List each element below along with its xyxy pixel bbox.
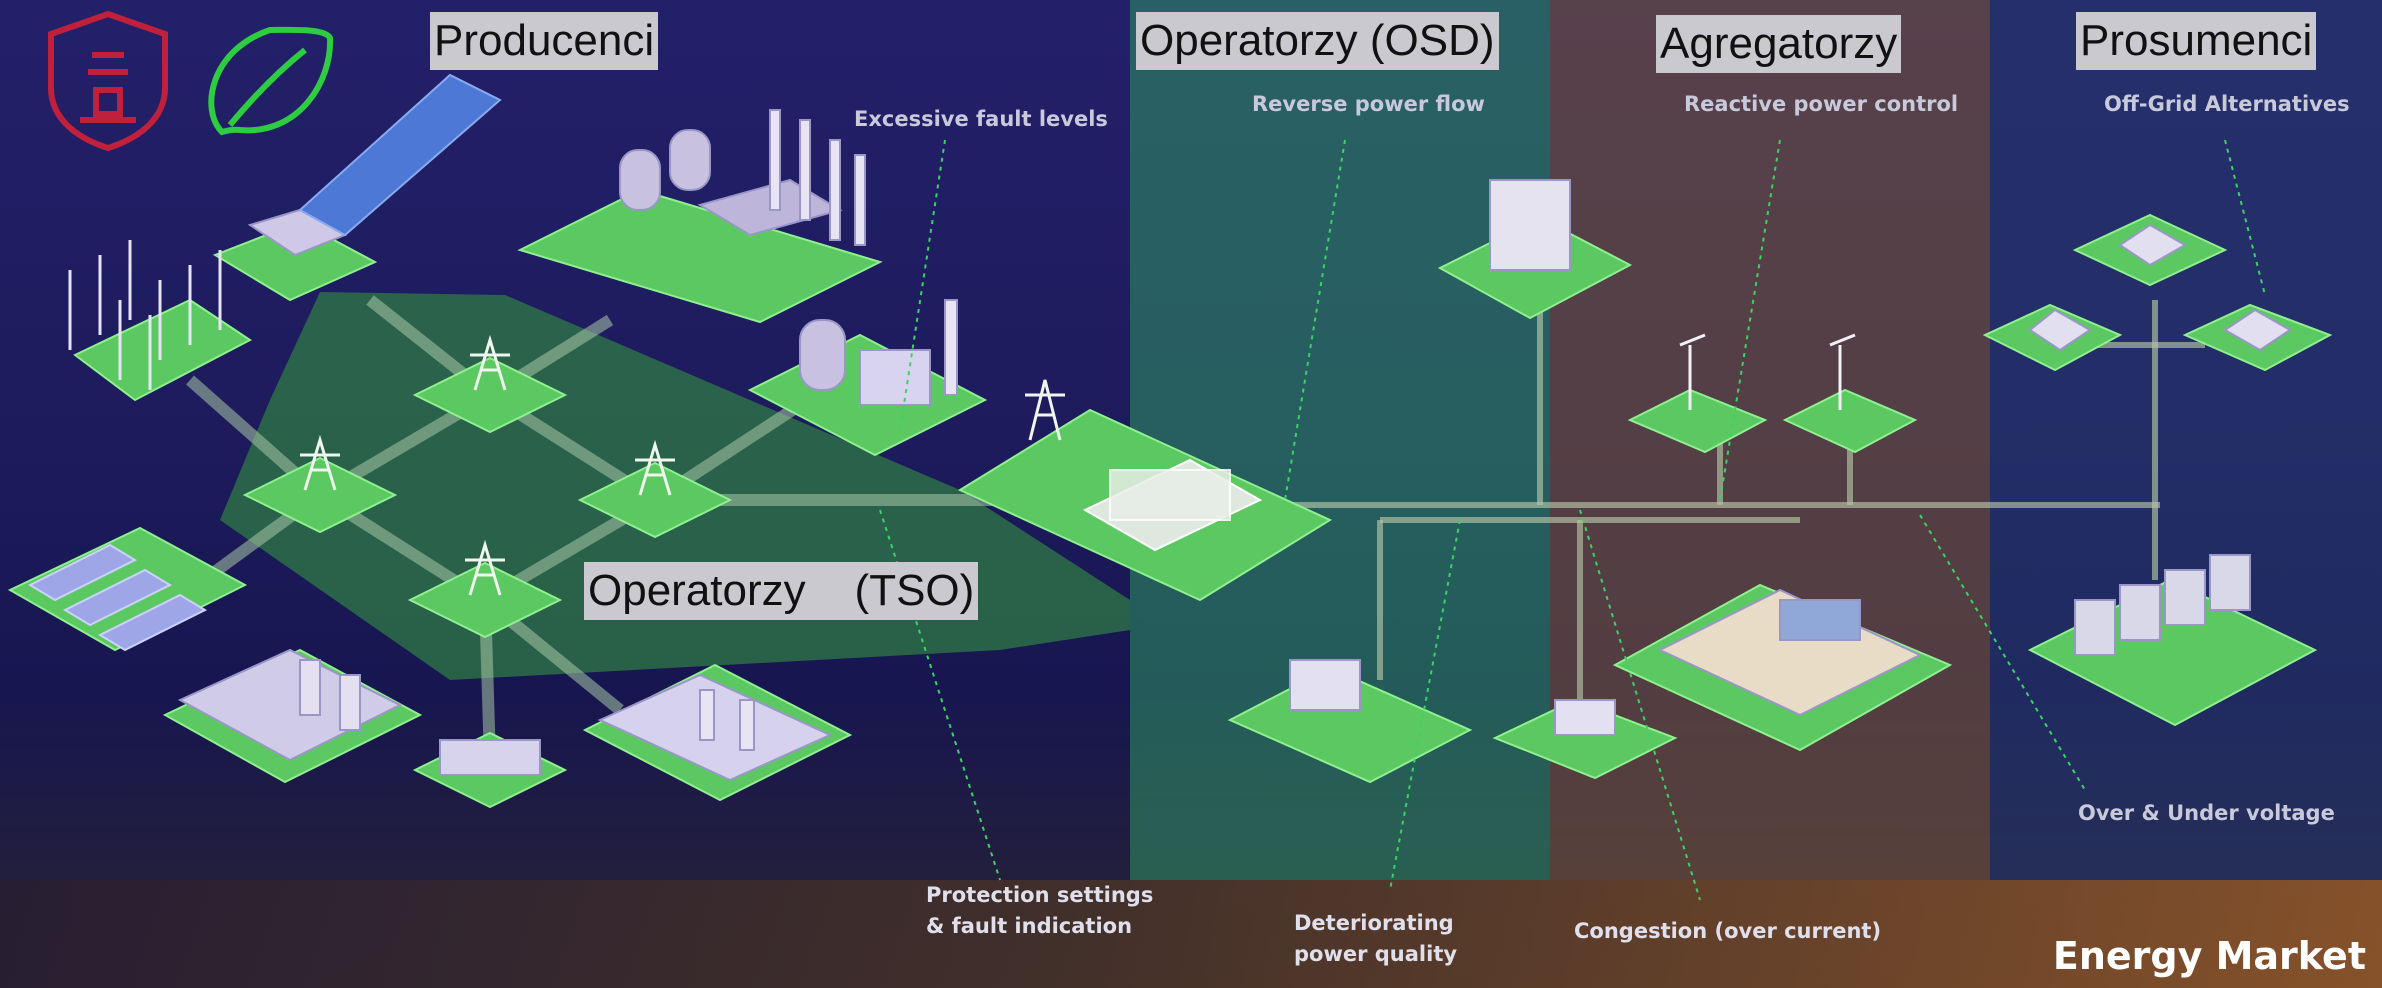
issue-fault-levels: Excessive fault levels bbox=[854, 107, 1108, 131]
commercial-building-icon bbox=[1657, 588, 1923, 717]
coal-plant-platform bbox=[517, 188, 883, 324]
water-plant-icon bbox=[1289, 659, 1361, 711]
prosumers-zone bbox=[1990, 0, 2382, 880]
small-turbine-icons bbox=[1679, 333, 1856, 410]
small-building-platform bbox=[1492, 698, 1678, 780]
energy-market-band bbox=[0, 880, 2382, 988]
turbine-platform-2 bbox=[1782, 388, 1918, 454]
issue-voltage: Over & Under voltage bbox=[2078, 801, 2335, 825]
tower-platform-2 bbox=[412, 356, 568, 434]
solar-farm-icon bbox=[27, 543, 208, 652]
coal-plant-icon bbox=[619, 149, 661, 211]
issue-off-grid: Off-Grid Alternatives bbox=[2104, 92, 2350, 116]
wind-turbines-icon bbox=[68, 240, 222, 390]
nuclear-plant-icon bbox=[799, 319, 846, 391]
tower-platform-1 bbox=[242, 456, 398, 534]
tower-platform-3 bbox=[577, 461, 733, 539]
gas-plant-icon bbox=[177, 648, 403, 762]
leaf-logo bbox=[208, 26, 334, 136]
office-building-icon bbox=[1489, 179, 1571, 271]
issue-congestion: Congestion (over current) bbox=[1574, 919, 1882, 943]
issue-reactive-control: Reactive power control bbox=[1684, 92, 1959, 116]
prosumers-label: Prosumenci bbox=[2076, 12, 2317, 70]
aggregators-label: Agregatorzy bbox=[1656, 15, 1902, 73]
issue-quality-line-1: Deteriorating bbox=[1294, 911, 1454, 935]
issue-protection-line-2: & fault indication bbox=[926, 914, 1133, 938]
small-building-icon bbox=[1554, 699, 1616, 736]
guard-shield-logo bbox=[48, 10, 168, 152]
apartment-icons bbox=[2074, 554, 2251, 656]
distribution-lines bbox=[1130, 290, 2205, 740]
substation-icon bbox=[1082, 458, 1263, 552]
energy-market-label: Energy Market bbox=[2052, 934, 2366, 978]
turbine-platform-1 bbox=[1627, 388, 1768, 454]
battery-storage-icon bbox=[439, 739, 541, 776]
buildings bbox=[27, 73, 2292, 782]
transmission-tower-icons bbox=[300, 334, 1065, 596]
tso-label: Operatorzy (TSO) bbox=[584, 562, 979, 620]
issue-reverse-flow: Reverse power flow bbox=[1252, 92, 1485, 116]
issue-protection-line-1: Protection settings bbox=[926, 883, 1154, 907]
tower-platform-4 bbox=[407, 561, 563, 639]
issue-quality-line-2: power quality bbox=[1294, 942, 1458, 966]
osd-label: Operatorzy (OSD) bbox=[1136, 12, 1499, 70]
house-icons bbox=[2028, 223, 2292, 352]
producers-label: Producenci bbox=[430, 12, 659, 70]
